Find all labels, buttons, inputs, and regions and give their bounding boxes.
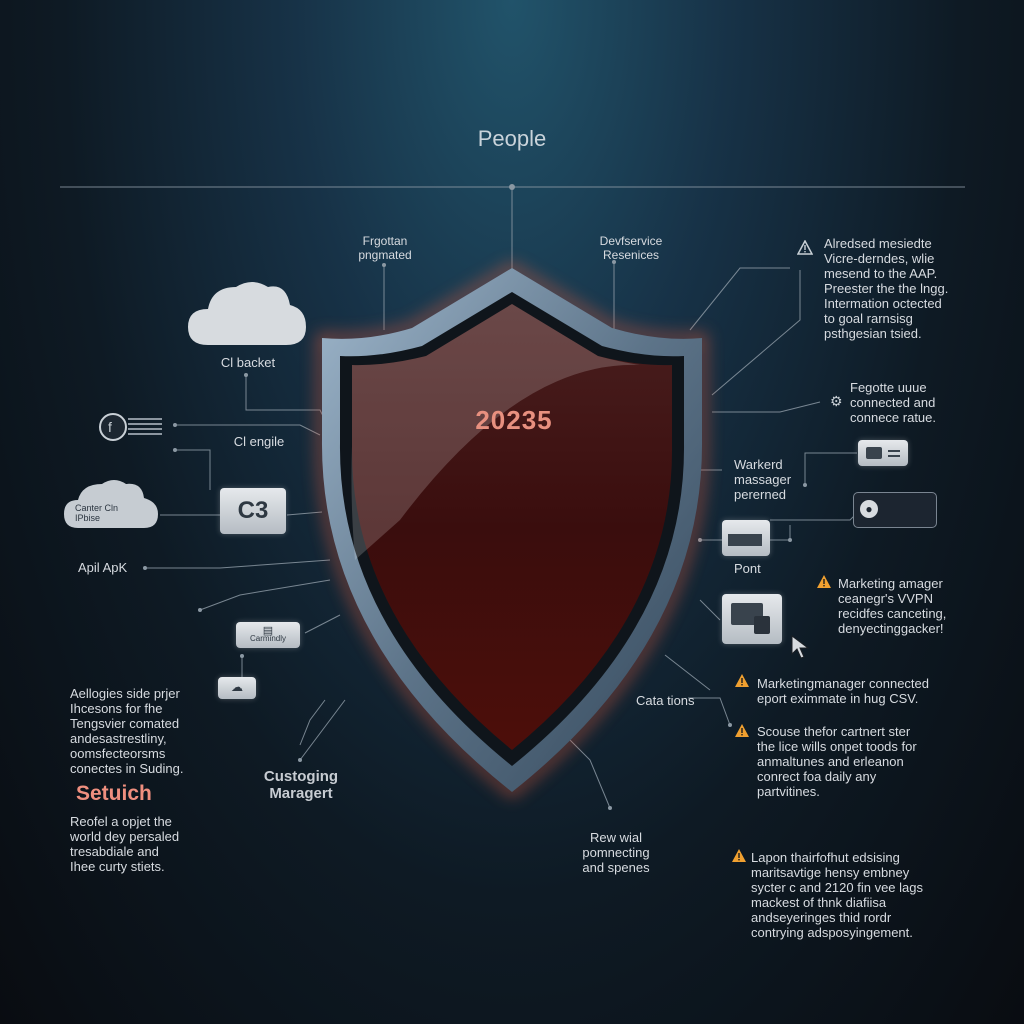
- engine-icon: f: [98, 412, 164, 442]
- rew-label: Rew wial pomnecting and spenes: [582, 830, 650, 875]
- c3-box: C3: [220, 488, 286, 534]
- left-paragraph-1: Aellogies side prjer Ihcesons for fhe Te…: [70, 686, 184, 776]
- warning-icon: [797, 240, 813, 255]
- page-title: People: [477, 126, 547, 151]
- cursor-icon: [791, 635, 810, 659]
- shield-number: 20235: [475, 405, 553, 435]
- api-label: Apil ApK: [78, 560, 128, 575]
- left-heading: Setuich: [76, 782, 152, 805]
- workerd-text: Warkerd massager pererned: [734, 457, 792, 502]
- user-icon: ●: [860, 500, 878, 518]
- svg-text:f: f: [108, 419, 112, 435]
- cloud-icon-2: [64, 480, 158, 528]
- cloud-label: Cl backet: [220, 355, 276, 370]
- cata-label: Cata tions: [636, 693, 695, 708]
- top-label-left: Frgottan pngmated: [358, 234, 412, 262]
- warning-icon: [817, 575, 831, 588]
- cloud-icon: [188, 282, 306, 345]
- server-box: [722, 520, 770, 556]
- alert-csv-text: Marketingmanager connected eport eximmat…: [757, 676, 929, 706]
- mini-cloud-icon: ☁: [231, 680, 243, 694]
- alert-bottom-text: Lapon thairfofhut edsising maritsavtige …: [751, 850, 923, 940]
- samlion-box: ●: [853, 492, 937, 528]
- device-box: [858, 440, 908, 466]
- custom-label: Custoging Maragert: [263, 768, 339, 802]
- warning-icon: [735, 674, 749, 687]
- small-box: ▤ Carmindly: [236, 622, 300, 648]
- top-label-right: Devfservice Resenices: [599, 234, 663, 262]
- mini-cloud-box: ☁: [218, 677, 256, 699]
- left-paragraph-2: Reofel a opjet the world dey persaled tr…: [70, 814, 180, 874]
- alert-top-text: Alredsed mesiedte Vicre-derndes, wlie me…: [824, 236, 949, 341]
- pont-label: Pont: [734, 561, 761, 576]
- fogette-text: Fegotte uuue connected and connece ratue…: [850, 380, 937, 425]
- warning-icon: [735, 724, 749, 737]
- cloud2-text: Canter Cln IPbise: [75, 503, 119, 523]
- alert-scouse-text: Scouse thefor cartnert ster the lice wil…: [757, 724, 917, 799]
- monitor-box: [722, 594, 782, 644]
- warning-icon: [732, 849, 746, 862]
- c3-box-label: C3: [237, 497, 269, 524]
- engine-label: Cl engile: [233, 434, 285, 449]
- small-box-label: Carmindly: [249, 634, 286, 643]
- alert-marketing-text: Marketing amager ceanegr's VVPN recidfes…: [838, 576, 947, 636]
- gear-icon: ⚙: [830, 393, 843, 409]
